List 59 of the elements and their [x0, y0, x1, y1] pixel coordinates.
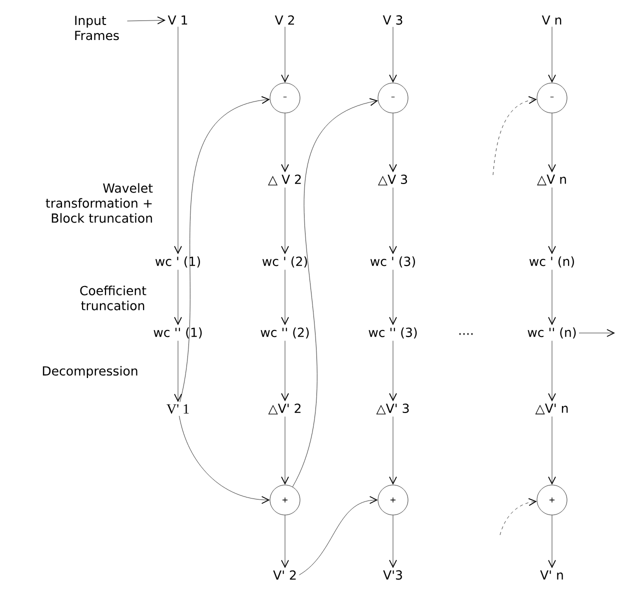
frame-label: △V 3	[378, 174, 408, 186]
arrow	[548, 26, 556, 83]
arrow	[281, 416, 289, 485]
frame-label: V'3	[383, 570, 402, 580]
input-label: Input Frames	[75, 16, 119, 40]
frame-label: △V' 2	[268, 404, 300, 414]
frame-label: △ V 2	[268, 174, 301, 186]
arrow	[281, 340, 289, 402]
arrow	[174, 270, 182, 326]
arrow	[292, 98, 378, 488]
arrow	[174, 340, 182, 402]
arrow	[548, 416, 556, 485]
frame-label: △V n	[537, 174, 566, 186]
frame-label: wc '' (n)	[528, 327, 576, 339]
frame-label: △V' n	[535, 404, 568, 414]
arrow	[389, 270, 397, 326]
arrow	[548, 113, 556, 172]
arrow	[389, 416, 397, 485]
arrow	[174, 26, 182, 254]
arrow	[281, 26, 289, 83]
arrow	[389, 26, 397, 83]
arrow	[281, 270, 289, 326]
frame-label: V' 1	[166, 404, 189, 414]
frame-label: V 2	[274, 15, 294, 25]
step-label: Decompression	[42, 366, 138, 378]
frame-label: V' 2	[273, 570, 296, 580]
arrow	[180, 96, 270, 402]
step-label: Wavelet transformation + Block truncation	[46, 183, 153, 223]
frame-label: △V' 3	[376, 404, 409, 414]
frame-label: wc '' (3)	[368, 327, 417, 339]
frame-label: wc ' (3)	[370, 256, 415, 268]
arrow	[548, 515, 556, 568]
frame-label: wc ' (1)	[155, 256, 200, 268]
arrow	[127, 16, 166, 24]
arrow	[281, 113, 289, 172]
arrow	[179, 416, 270, 504]
arrow	[492, 96, 537, 176]
arrow	[389, 187, 397, 254]
arrow	[548, 340, 556, 402]
arrow	[281, 515, 289, 568]
arrow	[298, 496, 378, 576]
frame-label: wc '' (2)	[260, 327, 309, 339]
frame-label: V 1	[168, 15, 188, 25]
frame-label: V n	[542, 15, 562, 25]
frame-label: wc '' (1)	[154, 327, 202, 339]
frame-label: V' n	[540, 570, 563, 580]
arrow	[500, 498, 537, 536]
arrow	[578, 329, 615, 337]
arrow	[548, 270, 556, 326]
frame-label: V 3	[382, 15, 402, 25]
arrow	[389, 340, 397, 402]
arrow	[281, 187, 289, 254]
dotted-ellipsis: ....	[459, 333, 473, 335]
step-label: Coefficient truncation	[80, 286, 146, 310]
arrow	[389, 515, 397, 568]
frame-label: wc ' (n)	[529, 256, 574, 268]
frame-label: wc ' (2)	[262, 256, 307, 268]
arrow	[548, 187, 556, 254]
arrow	[389, 113, 397, 172]
